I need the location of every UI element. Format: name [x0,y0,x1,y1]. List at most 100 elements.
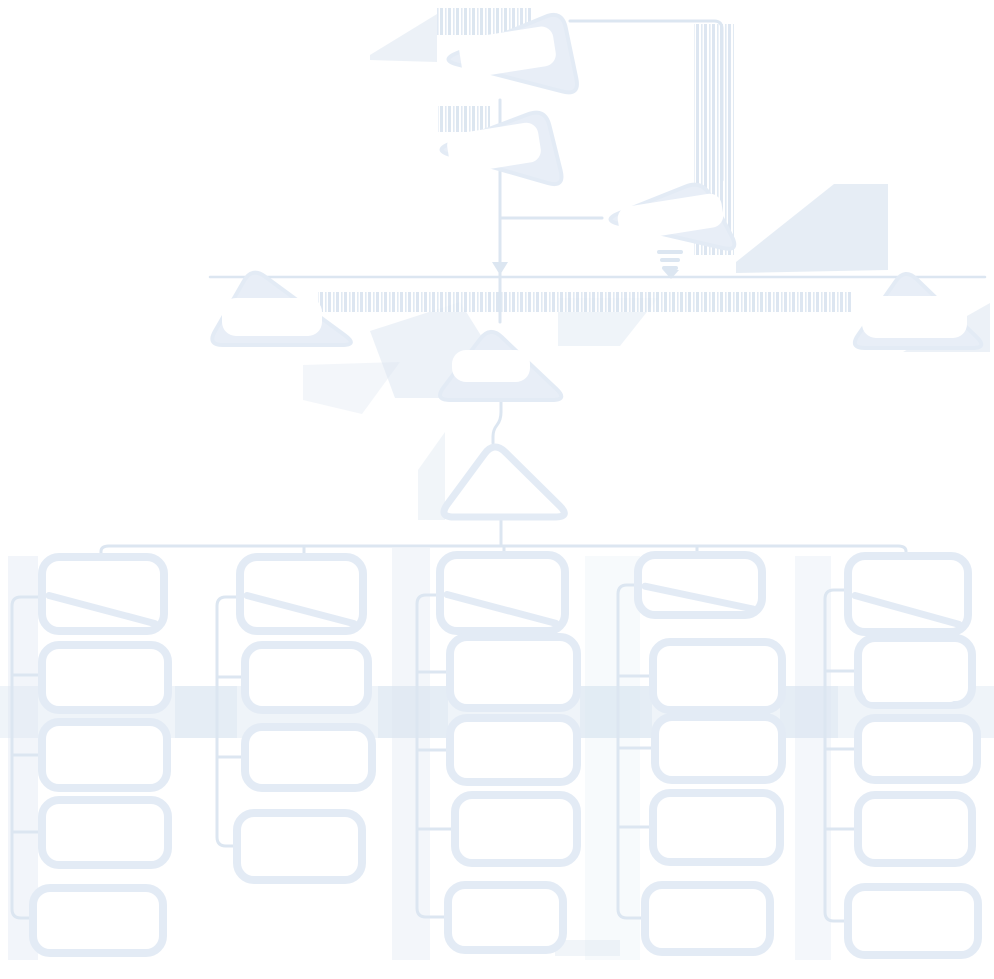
node-box-slash [243,591,358,628]
ghost-band-patch-2 [378,686,448,738]
cluster-column-5 [823,552,982,959]
triangle-mid-lower [440,443,568,521]
ghost-text-blob [263,740,355,755]
cluster-column-4-rail [616,583,657,920]
funnel-node-1 [446,12,579,95]
cluster-column-1-node-box-2 [38,641,172,714]
cluster-column-5-node-box-5 [844,883,982,959]
ghost-text-blob [872,568,952,584]
cluster-column-1-node-box-1 [38,553,168,635]
ghost-band-patch-1 [175,686,237,738]
ghost-text-blob [62,574,144,594]
stripe-bus [318,292,852,312]
cluster-column-4-node-box-4 [649,789,784,866]
edge-triangle-a-b [491,398,503,445]
cluster-column-1-node-box-4 [38,796,172,869]
ghost-text-blob [670,690,765,705]
node-box-slash [851,592,963,628]
ghost-text-blob [617,193,724,241]
cluster-column-5-node-box-3 [854,714,981,784]
cluster-column-2-rail [215,595,244,848]
cluster-column-4-node-box-3 [651,713,786,784]
cluster-column-2-node-box-2 [241,641,372,714]
ghost-text-blob [222,298,322,336]
cluster-column-2-node-box-4 [233,809,366,884]
node-box-outline [233,809,366,884]
triangle-mid-lower-shape [440,443,568,521]
cluster-column-3-node-box-5 [444,881,567,954]
ghost-below-bus-wedge [303,362,400,414]
cluster-column-3-node-box-3 [446,714,581,786]
funnel-node-3 [608,182,737,251]
ghost-text-blob [470,728,550,742]
ghost-text-blob [468,688,558,704]
ghost-text-blob [447,122,541,174]
node-box-slash [45,591,159,628]
cluster-column-4-node-box-2 [649,638,786,714]
ghost-gap-strip-3 [585,556,640,960]
cluster-column-2-node-box-3 [241,723,376,792]
ghost-text-blob [459,26,556,78]
connector-layer [99,19,987,560]
cluster-column-5-rail [823,588,862,923]
triangle-left [210,270,353,347]
ghost-text-blob [865,688,957,702]
ghost-gap-strip-left [8,556,38,960]
node-box-outline [241,723,376,792]
cluster-column-3-node-box-1 [436,551,569,635]
cluster-column-5-node-box-1 [844,552,972,636]
node-box-outline [651,713,786,784]
ghost-text-blob [460,570,545,592]
cluster-column-3-node-box-4 [451,791,581,867]
node-box-outline [854,791,976,867]
icon-stack-bar-1 [657,250,683,254]
node-box-outline [29,884,167,957]
ghost-bottom-stub [555,940,620,956]
cluster-column-2-node-box-1 [236,553,367,635]
cluster-column-4-node-box-1 [634,551,766,619]
cluster-column-4 [616,551,786,956]
stripe-above-funnel-2 [438,106,490,132]
ghost-text-blob [262,572,347,592]
ghost-top-right-slab [736,184,888,273]
node-box-slash [641,582,757,613]
cluster-column-1-rail [10,595,46,920]
triangle-mid-upper [438,329,564,402]
node-box-outline [649,789,784,866]
cluster-column-5-node-box-2 [854,634,976,709]
node-box-outline [446,714,581,786]
ghost-text-blob [658,568,748,586]
node-box-outline [241,641,372,714]
node-box-outline [844,883,982,959]
ghost-gap-strip-2 [392,548,430,960]
node-box-outline [854,714,981,784]
cluster-column-4-node-box-5 [641,881,774,956]
icon-stack-bar-3 [662,266,678,270]
cluster-column-3 [415,551,581,954]
node-box-slash [443,591,560,627]
cluster-column-3-rail [415,593,454,919]
ghost-text-blob [58,740,150,756]
ghost-gap-strip-4 [795,556,831,960]
triangle-right [852,272,984,350]
cluster-column-1-node-box-3 [38,718,171,792]
node-box-outline [38,796,172,869]
cluster-column-5-node-box-4 [854,791,976,867]
node-box-outline [641,881,774,956]
cluster-column-1 [10,553,172,957]
ghost-text-blob [672,728,757,742]
ghost-text-blob [862,296,967,338]
ghost-lower-left-of-triangle [418,432,445,520]
cluster-column-3-node-box-2 [446,633,581,712]
cluster-column-1-node-box-5 [29,884,167,957]
cluster-column-2 [215,553,376,884]
arrow-icon-stack [663,270,679,279]
node-box-outline [38,641,172,714]
ghost-text-blob [872,728,957,742]
node-box-outline [451,791,581,867]
ghost-text-blob [467,930,542,944]
ghost-band-patch-3 [580,686,652,738]
icon-stack-bar-2 [660,258,680,262]
